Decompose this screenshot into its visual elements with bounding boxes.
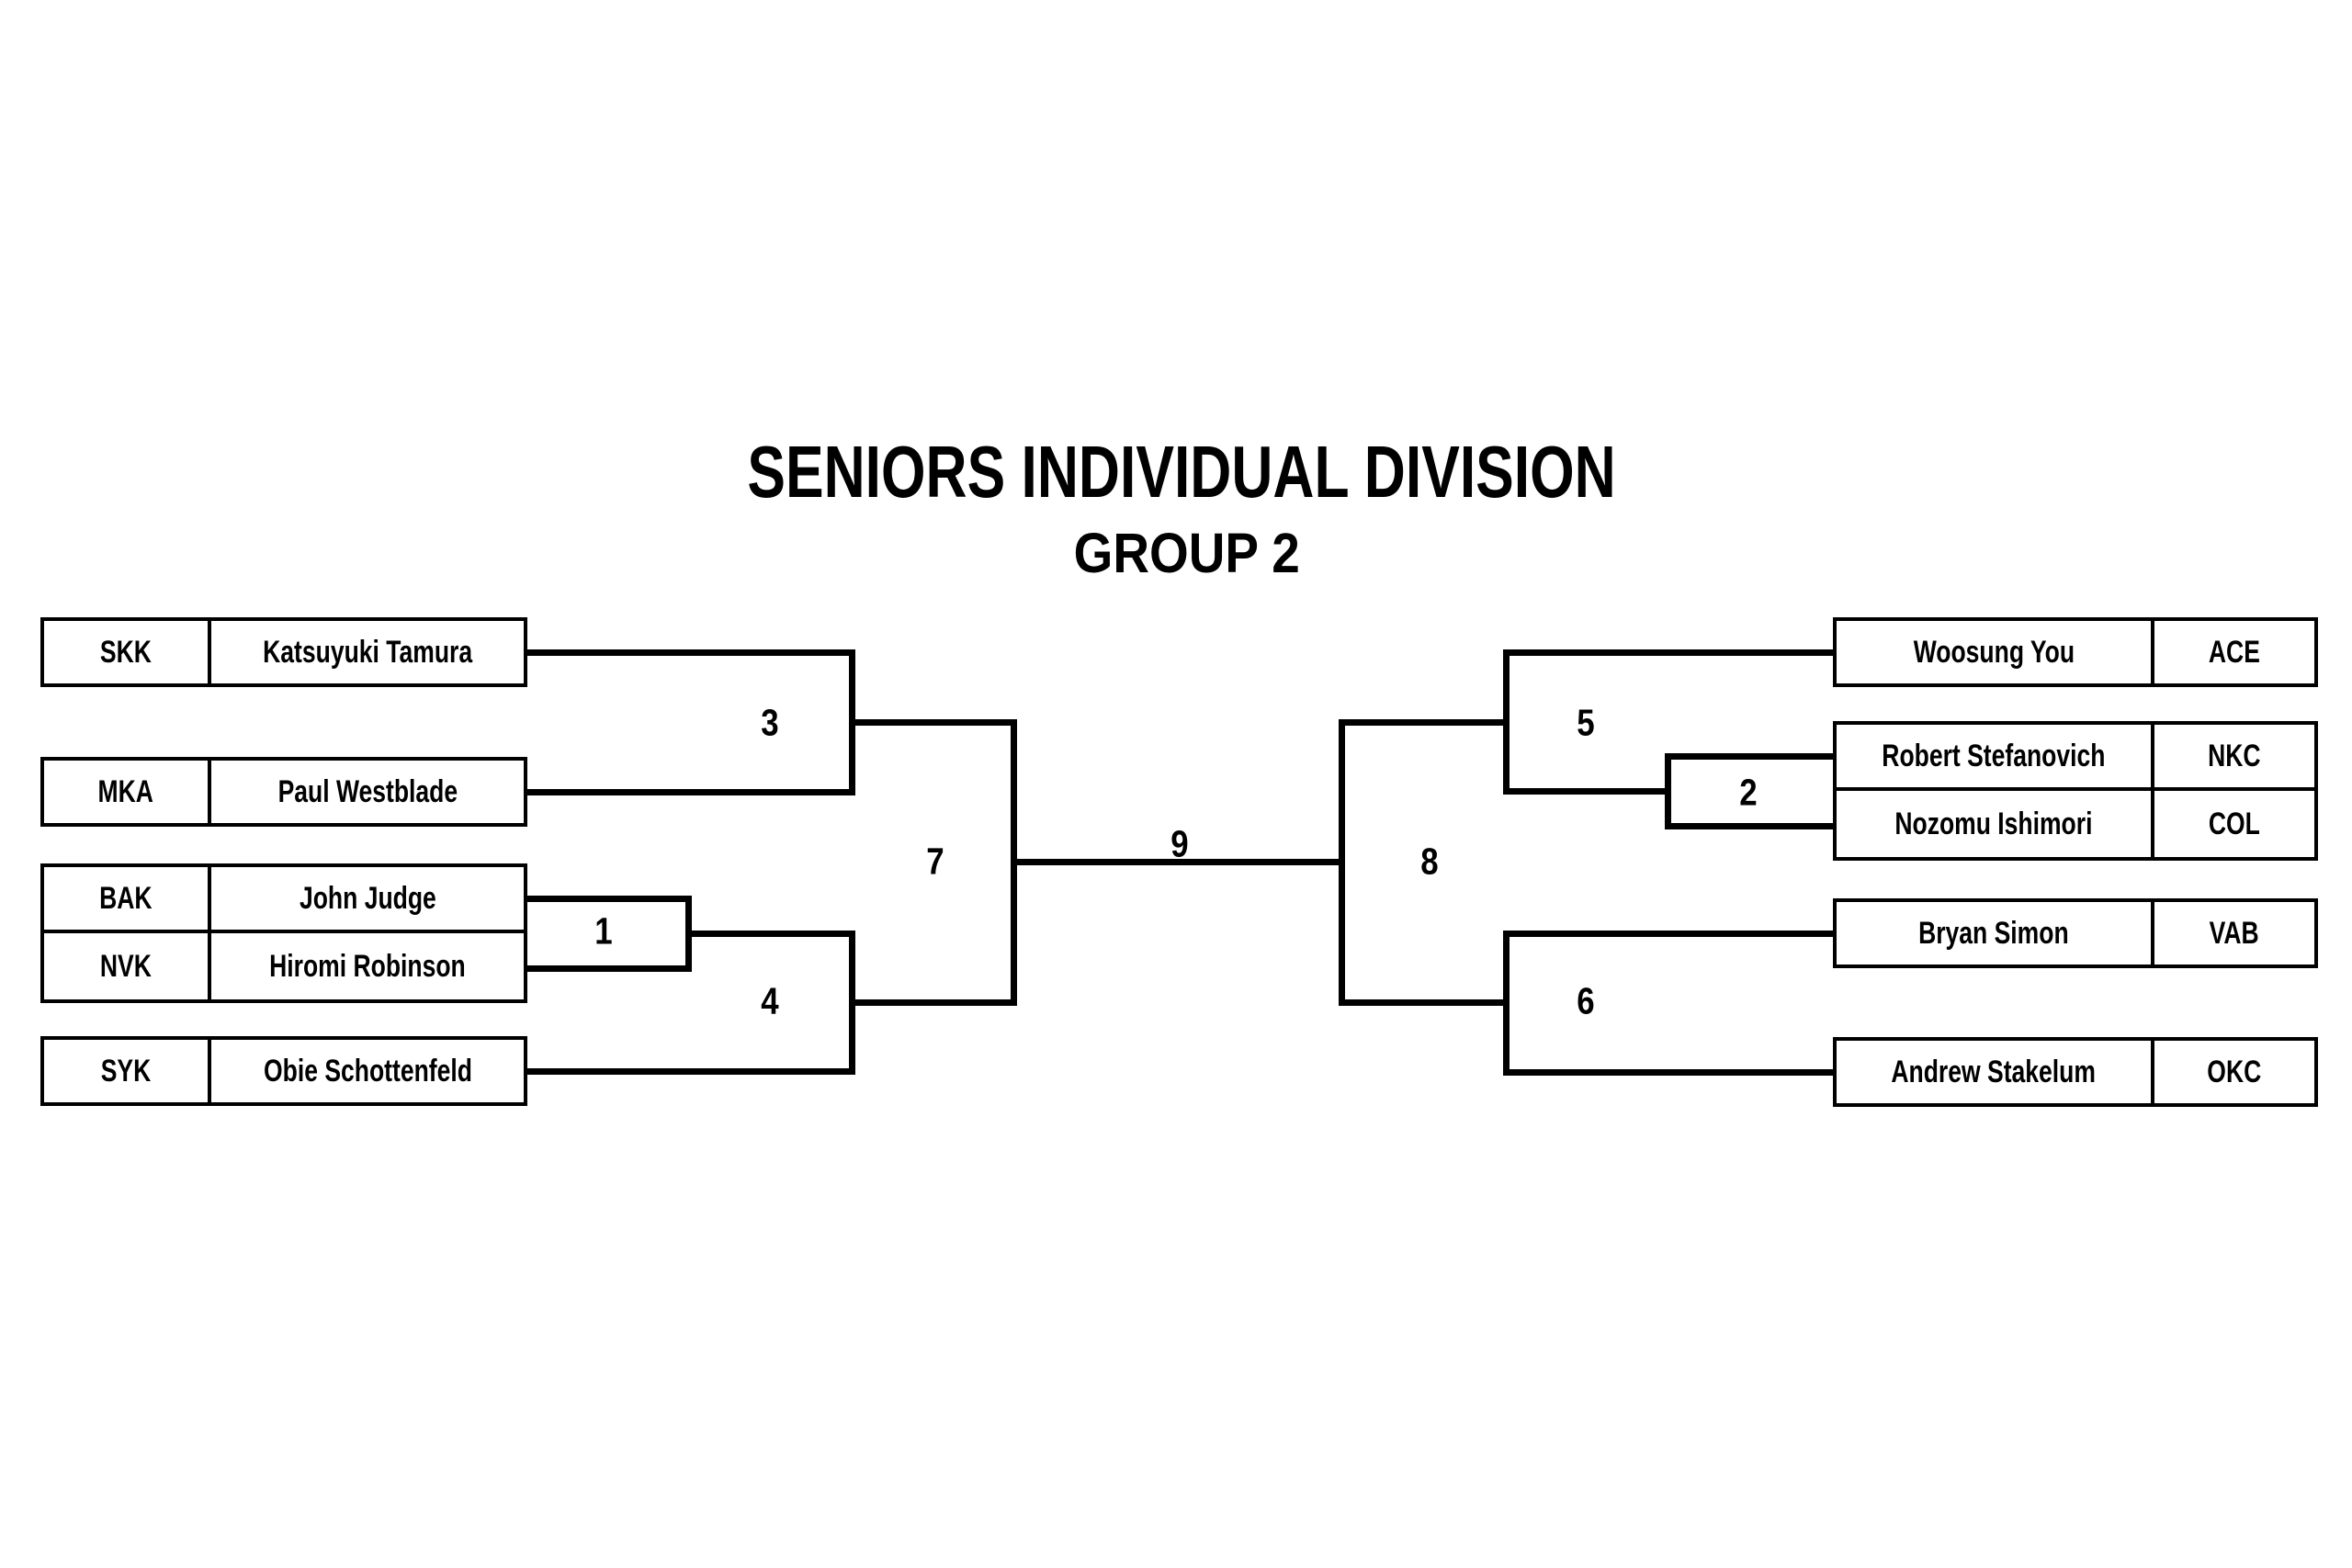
- club-code: SKK: [99, 635, 152, 670]
- entry-box-nvk: NVK Hiromi Robinson: [40, 930, 527, 1003]
- player-name: Paul Westblade: [277, 774, 458, 809]
- match-number-3: 3: [761, 701, 779, 744]
- entry-box-bak: BAK John Judge: [40, 863, 527, 933]
- match1-exit-line: [685, 931, 855, 937]
- player-name: Robert Stefanovich: [1882, 739, 2106, 773]
- entry-box-okc: Andrew Stakelum OKC: [1833, 1037, 2318, 1107]
- name-cell: Hiromi Robinson: [208, 933, 524, 999]
- connector-syk-line: [527, 1068, 855, 1075]
- name-cell: Obie Schottenfeld: [208, 1040, 524, 1102]
- name-cell: Paul Westblade: [208, 761, 524, 823]
- match-number-1: 1: [594, 909, 613, 953]
- match-number-2: 2: [1739, 771, 1758, 814]
- player-name: John Judge: [299, 881, 436, 916]
- final-match-line: [1011, 859, 1345, 865]
- match-number-9: 9: [1170, 822, 1189, 865]
- club-cell: COL: [2151, 791, 2314, 857]
- player-name: Nozomu Ishimori: [1894, 807, 2093, 841]
- match2-vertical: [1665, 753, 1671, 829]
- connector-ace-line: [1503, 649, 1833, 656]
- connector-vab-line: [1503, 931, 1833, 937]
- entry-box-mka: MKA Paul Westblade: [40, 757, 527, 827]
- player-name: Hiromi Robinson: [269, 949, 466, 984]
- club-code: COL: [2209, 807, 2260, 841]
- connector-skk-line: [527, 649, 855, 656]
- name-cell: Robert Stefanovich: [1837, 725, 2151, 787]
- entry-box-col: Nozomu Ishimori COL: [1833, 787, 2318, 861]
- club-code: MKA: [97, 774, 154, 809]
- match-number-7: 7: [926, 840, 944, 883]
- club-code: OKC: [2207, 1055, 2262, 1089]
- connector-nvk-line: [527, 965, 692, 972]
- club-cell: BAK: [44, 867, 208, 930]
- club-cell: ACE: [2151, 621, 2314, 683]
- club-cell: MKA: [44, 761, 208, 823]
- name-cell: Katsuyuki Tamura: [208, 621, 524, 683]
- match-number-5: 5: [1577, 701, 1595, 744]
- player-name: Obie Schottenfeld: [263, 1054, 472, 1089]
- player-name: Andrew Stakelum: [1891, 1055, 2097, 1089]
- player-name: Woosung You: [1913, 635, 2075, 670]
- club-cell: NVK: [44, 933, 208, 999]
- club-code: NVK: [99, 949, 152, 984]
- club-cell: OKC: [2151, 1041, 2314, 1103]
- player-name: Katsuyuki Tamura: [263, 635, 472, 670]
- entry-box-vab: Bryan Simon VAB: [1833, 898, 2318, 968]
- club-code: SYK: [100, 1054, 152, 1089]
- player-name: Bryan Simon: [1918, 916, 2069, 951]
- club-code: NKC: [2208, 739, 2261, 773]
- club-cell: SKK: [44, 621, 208, 683]
- name-cell: Woosung You: [1837, 621, 2151, 683]
- name-cell: Andrew Stakelum: [1837, 1041, 2151, 1103]
- club-code: VAB: [2209, 916, 2260, 951]
- entry-box-skk: SKK Katsuyuki Tamura: [40, 617, 527, 687]
- connector-nkc-line: [1665, 753, 1833, 760]
- connector-mka-line: [527, 789, 855, 795]
- match5-exit-line: [1339, 719, 1510, 726]
- match5-vertical: [1503, 649, 1510, 795]
- entry-box-syk: SYK Obie Schottenfeld: [40, 1036, 527, 1106]
- match6-exit-line: [1339, 999, 1510, 1006]
- club-code: ACE: [2208, 635, 2260, 670]
- page-title: SENIORS INDIVIDUAL DIVISION: [0, 435, 2352, 509]
- entry-box-nkc: Robert Stefanovich NKC: [1833, 721, 2318, 791]
- match-number-4: 4: [761, 979, 779, 1022]
- club-cell: NKC: [2151, 725, 2314, 787]
- name-cell: John Judge: [208, 867, 524, 930]
- match8-vertical: [1339, 719, 1345, 1006]
- group-subtitle: GROUP 2: [0, 525, 2352, 581]
- name-cell: Bryan Simon: [1837, 902, 2151, 964]
- club-code: BAK: [99, 881, 153, 916]
- match2-exit-line: [1503, 788, 1671, 795]
- name-cell: Nozomu Ishimori: [1837, 791, 2151, 857]
- connector-okc-line: [1503, 1069, 1833, 1076]
- connector-bak-line: [527, 896, 692, 902]
- group-subtitle-text: GROUP 2: [1073, 522, 1301, 584]
- match-number-6: 6: [1577, 979, 1595, 1022]
- entry-box-ace: Woosung You ACE: [1833, 617, 2318, 687]
- match-number-8: 8: [1420, 840, 1439, 883]
- match3-exit-line: [849, 719, 1017, 726]
- match4-exit-line: [849, 999, 1017, 1006]
- connector-col-line: [1665, 823, 1833, 829]
- page-title-text: SENIORS INDIVIDUAL DIVISION: [747, 431, 1616, 513]
- club-cell: SYK: [44, 1040, 208, 1102]
- club-cell: VAB: [2151, 902, 2314, 964]
